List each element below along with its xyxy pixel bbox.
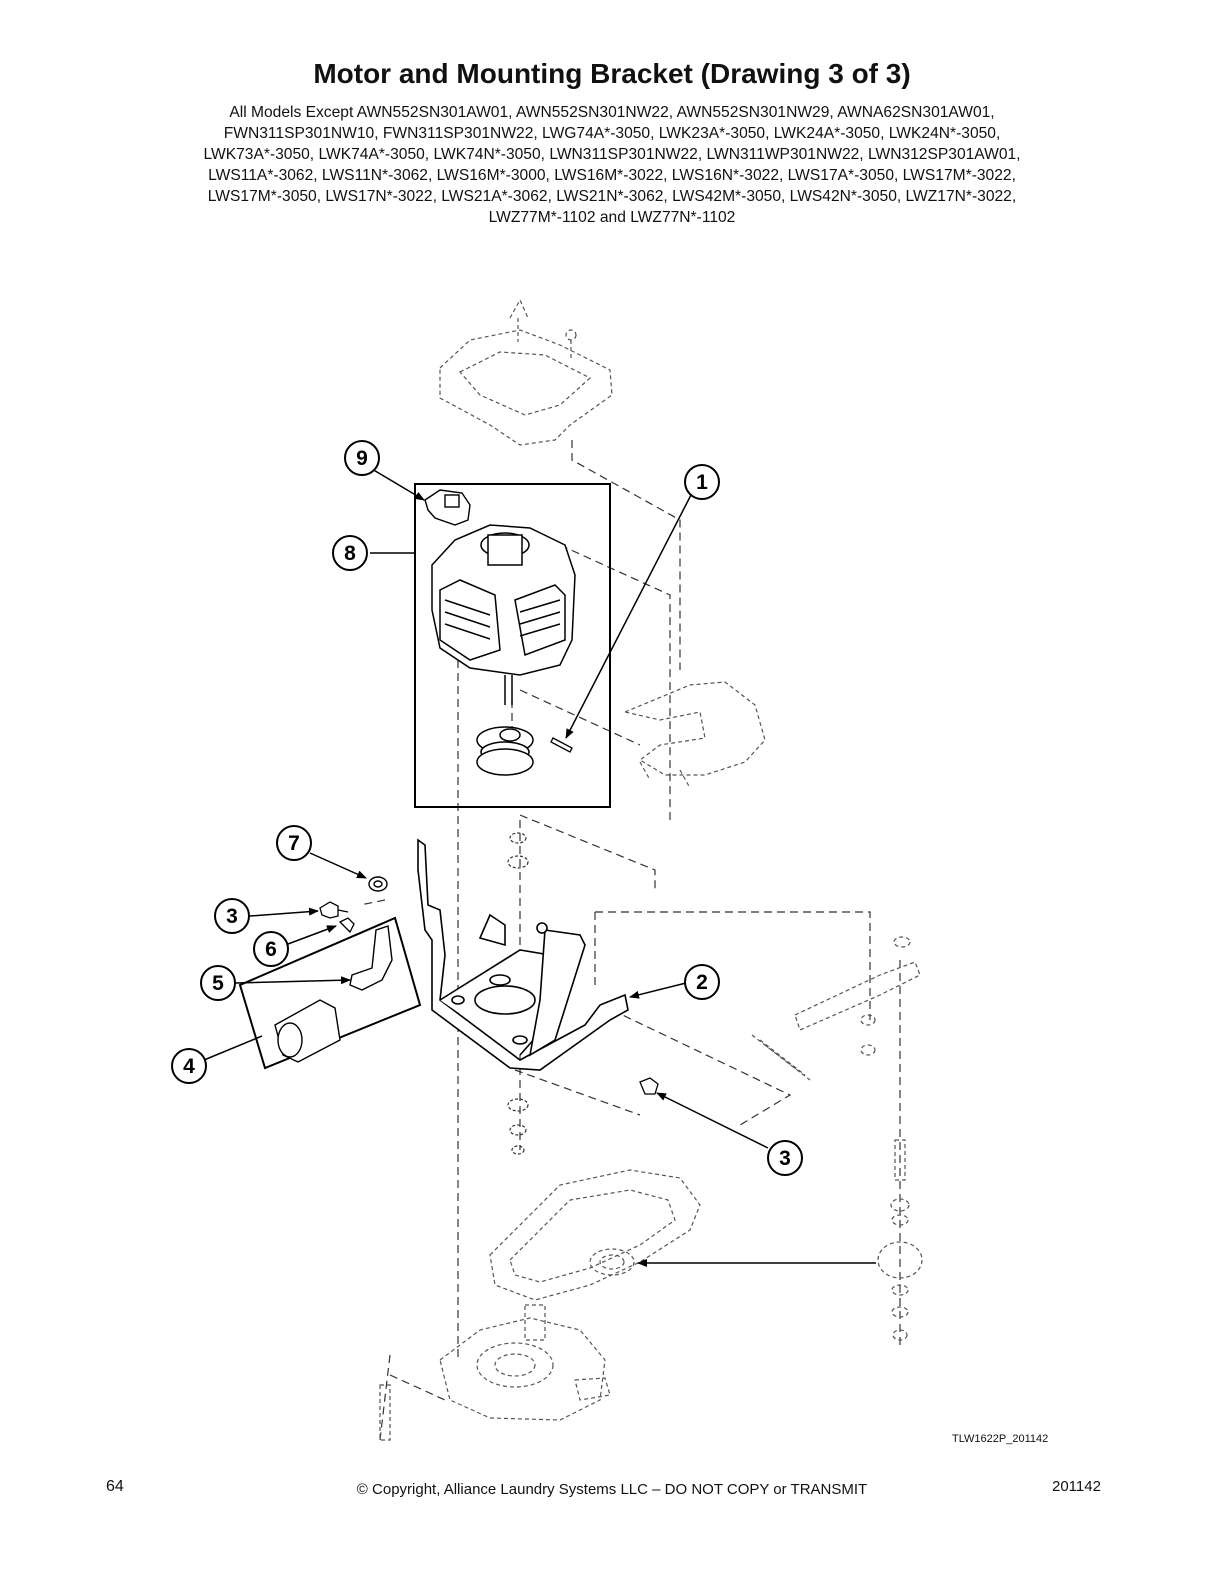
drawing-code: TLW1622P_201142 — [952, 1433, 1049, 1445]
footer-code: 201142 — [1052, 1478, 1101, 1495]
callout-number: 6 — [265, 938, 277, 961]
model-line: All Models Except AWN552SN301AW01, AWN55… — [229, 104, 995, 121]
callout-4: 4 — [171, 1048, 207, 1084]
callout-9: 9 — [344, 440, 380, 476]
callout-2: 2 — [684, 964, 720, 1000]
callout-number: 2 — [696, 971, 708, 994]
callout-number: 5 — [212, 972, 224, 995]
model-line: LWK73A*-3050, LWK74A*-3050, LWK74N*-3050… — [203, 146, 1021, 163]
callout-number: 7 — [288, 832, 300, 855]
assembly-paths — [359, 440, 901, 1441]
isolator-grommets — [507, 832, 529, 1155]
leader-lines — [203, 468, 876, 1267]
mounting-bracket-part — [417, 838, 629, 1071]
motor-clip-part — [424, 489, 471, 526]
motor-shield-ghost — [623, 681, 766, 789]
belt-transmission-ghost — [379, 1169, 701, 1441]
motor-part — [431, 524, 576, 705]
copyright-notice: © Copyright, Alliance Laundry Systems LL… — [356, 1481, 868, 1498]
callout-1: 1 — [684, 464, 720, 500]
washer-part — [368, 876, 388, 892]
callout-number: 9 — [356, 447, 368, 470]
screw-part — [319, 901, 659, 1095]
pulley-part — [476, 726, 534, 776]
page-title: Motor and Mounting Bracket (Drawing 3 of… — [313, 58, 911, 89]
callout-number: 4 — [183, 1055, 195, 1078]
callout-number: 3 — [779, 1147, 791, 1170]
applicable-models: All Models Except AWN552SN301AW01, AWN55… — [110, 102, 1114, 228]
linkage-ghost — [751, 936, 923, 1341]
page-number: 64 — [106, 1478, 124, 1495]
pin-part — [550, 737, 573, 753]
callout-number: 1 — [696, 471, 708, 494]
model-line: LWS11A*-3062, LWS11N*-3062, LWS16M*-3000… — [208, 167, 1016, 184]
callout-3-lower: 3 — [767, 1140, 803, 1176]
motor-assembly-box — [414, 483, 611, 808]
callout-number: 3 — [226, 905, 238, 928]
callout-6: 6 — [253, 931, 289, 967]
model-line: LWS17M*-3050, LWS17N*-3022, LWS21A*-3062… — [207, 188, 1017, 205]
callout-number: 8 — [344, 542, 356, 565]
capacitor-assembly — [238, 916, 422, 1070]
callout-7: 7 — [276, 825, 312, 861]
callout-3: 3 — [214, 898, 250, 934]
top-cover-ghost — [439, 298, 613, 446]
model-line: LWZ77M*-1102 and LWZ77N*-1102 — [488, 209, 736, 226]
model-line: FWN311SP301NW10, FWN311SP301NW22, LWG74A… — [223, 125, 1001, 142]
callout-8: 8 — [332, 535, 368, 571]
callout-5: 5 — [200, 965, 236, 1001]
